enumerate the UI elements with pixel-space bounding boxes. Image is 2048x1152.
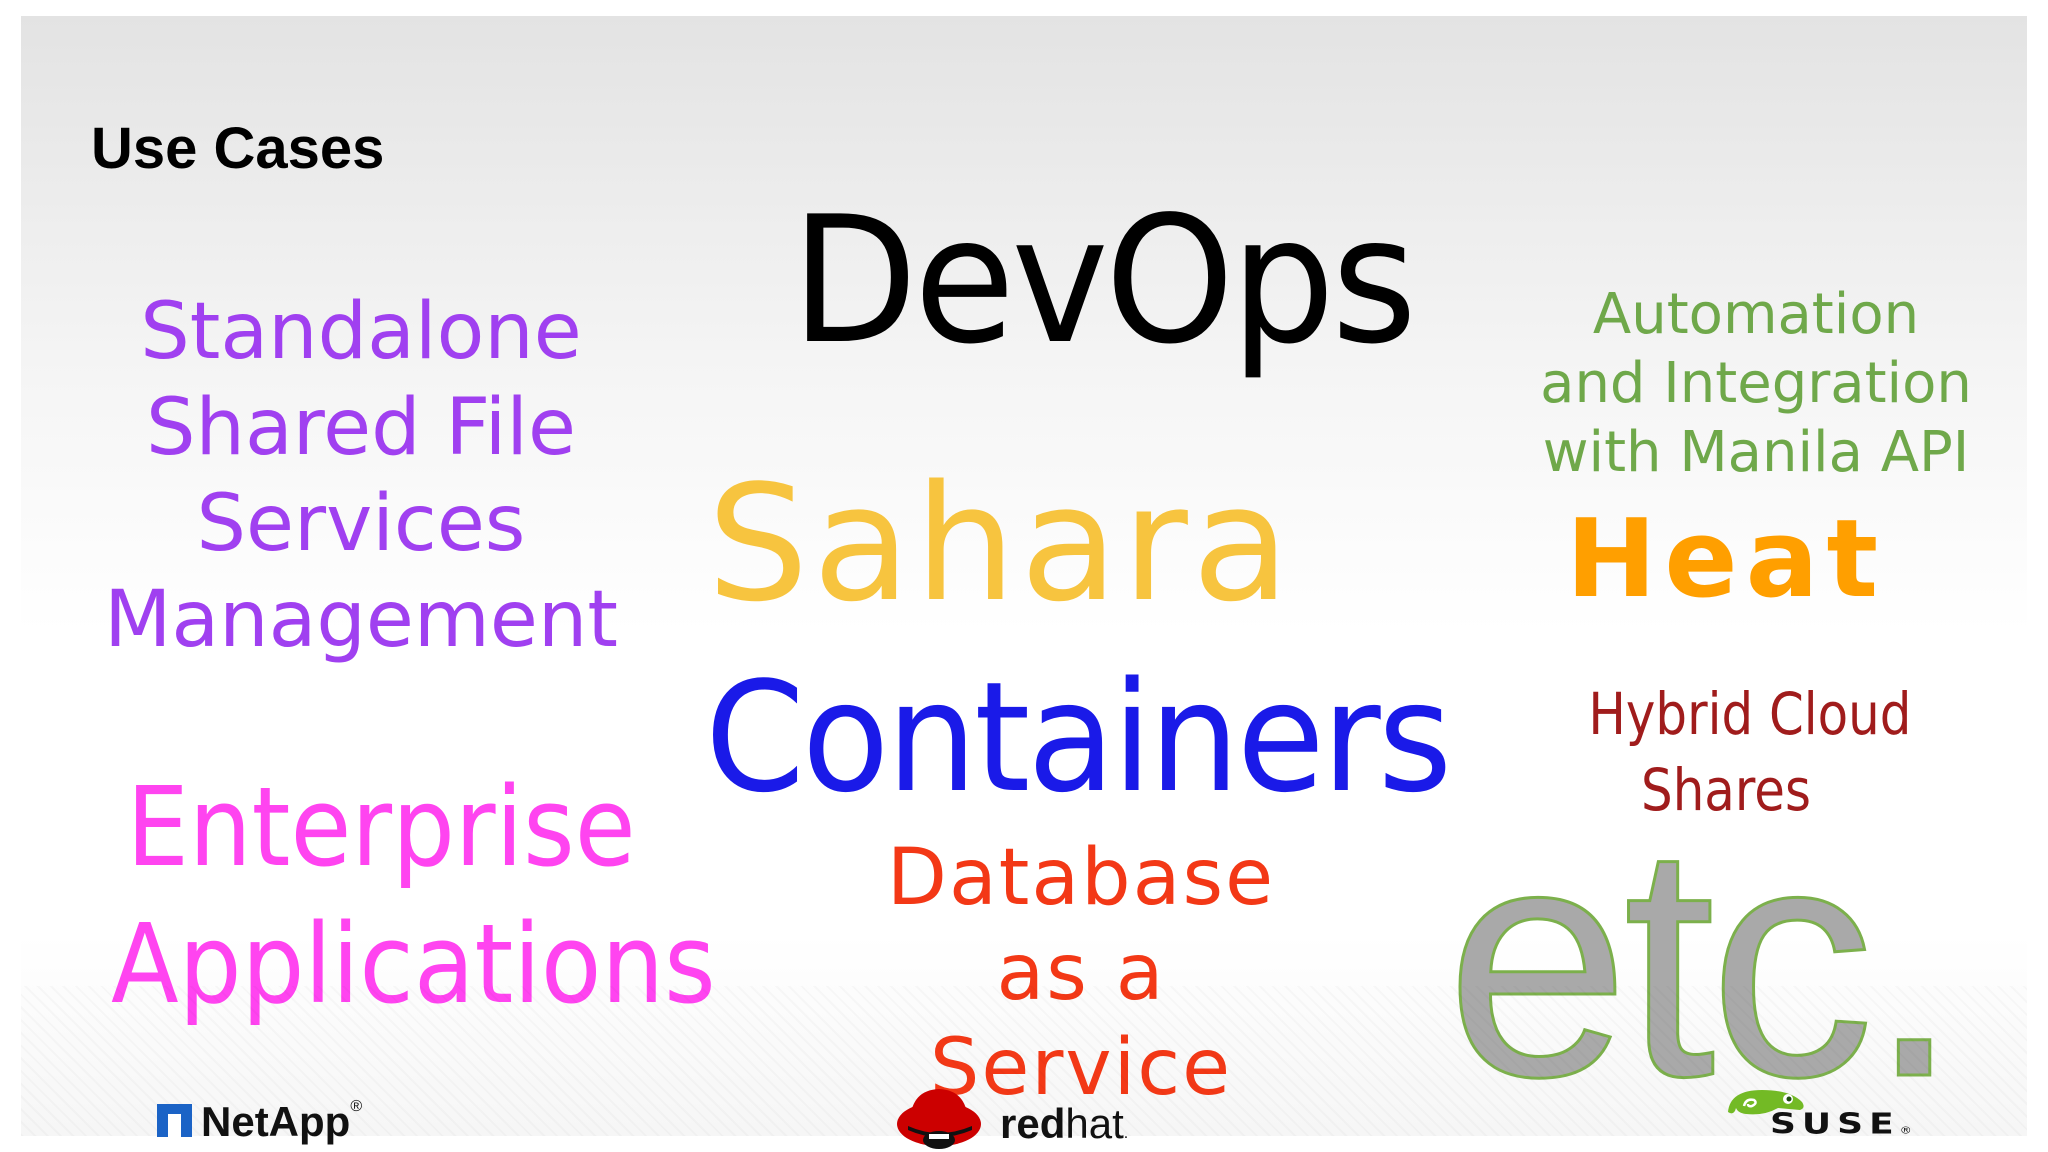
suse-name: SUSE — [1770, 1108, 1900, 1141]
redhat-wordmark: redhat. — [1000, 1100, 1128, 1148]
heat-text: Heat — [1566, 497, 1887, 622]
suse-registered-mark: ® — [1899, 1124, 1912, 1136]
enterprise-line: Applications — [111, 900, 716, 1028]
hybrid-cloud-shares-text: Hybrid Cloud Shares — [1588, 676, 1912, 828]
standalone-shared-file-services-text: Standalone Shared File Services Manageme… — [81, 284, 641, 668]
automation-line: and Integration — [1540, 351, 1972, 416]
hybrid-line: Hybrid Cloud — [1588, 680, 1912, 748]
automation-line: with Manila API — [1542, 420, 1970, 485]
devops-text: DevOps — [791, 180, 1417, 383]
automation-line: Automation — [1592, 282, 1920, 347]
slide-title: Use Cases — [91, 116, 385, 181]
netapp-wordmark: NetApp® — [201, 1098, 362, 1146]
redhat-trademark: . — [1123, 1125, 1129, 1142]
standalone-line: Management — [104, 575, 618, 665]
sahara-text: Sahara — [707, 450, 1294, 637]
hybrid-line: Shares — [1641, 756, 1811, 824]
enterprise-applications-text: Enterprise Applications — [111, 759, 716, 1033]
redhat-red-word: red — [1000, 1100, 1066, 1147]
suse-wordmark: SUSE® — [1770, 1108, 1912, 1141]
redhat-hat-word: hat — [1065, 1100, 1124, 1147]
containers-text: Containers — [705, 649, 1452, 826]
automation-integration-text: Automation and Integration with Manila A… — [1506, 280, 2006, 487]
standalone-line: Standalone — [140, 287, 582, 377]
enterprise-line: Enterprise — [126, 763, 636, 891]
netapp-registered-mark: ® — [350, 1098, 363, 1115]
etc-text: etc. — [1445, 776, 1962, 1136]
netapp-name: NetApp — [201, 1098, 351, 1145]
database-line: Service — [929, 1023, 1233, 1113]
database-line: Database — [886, 833, 1276, 923]
standalone-line: Services — [196, 479, 526, 569]
suse-chameleon-icon — [1728, 1090, 1804, 1115]
database-as-a-service-text: Database as a Service — [841, 831, 1321, 1116]
database-line: as a — [996, 928, 1166, 1018]
redhat-shadowman-icon — [897, 1089, 981, 1149]
standalone-line: Shared File — [146, 383, 576, 473]
netapp-mark-icon — [157, 1104, 192, 1137]
slide: Use Cases DevOps Standalone Shared File … — [21, 16, 2027, 1136]
